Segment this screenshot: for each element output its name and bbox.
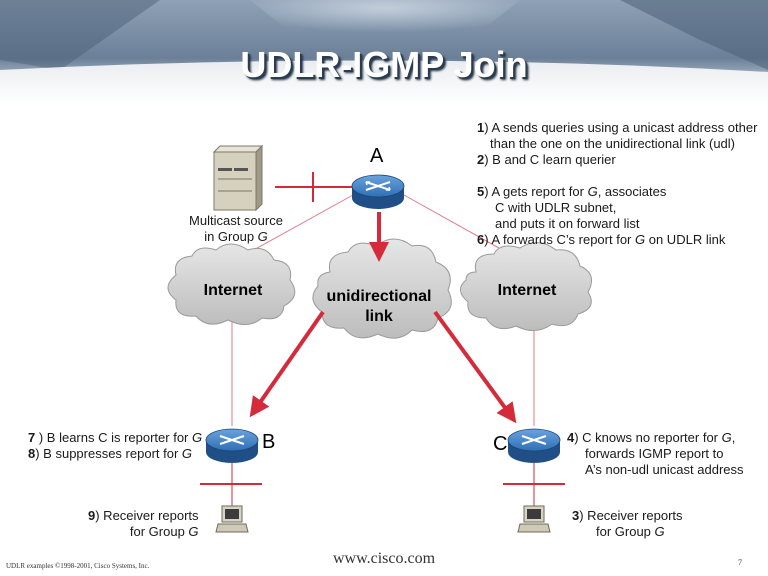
source-label: Multicast source in Group G — [188, 213, 284, 245]
router-b-label: B — [262, 431, 276, 453]
step-4-cont1: forwards IGMP report to — [585, 446, 724, 461]
title-banner: UDLR-IGMP Join — [0, 0, 768, 106]
step-5-cont1: C with UDLR subnet, — [495, 200, 617, 215]
step-4-cont2: A’s non-udl unicast address — [585, 462, 744, 477]
step-9-cont: for Group G — [129, 524, 199, 539]
steps-c: 4) C knows no reporter for G, forwards I… — [567, 430, 744, 478]
step-4: 4) C knows no reporter for G, — [567, 430, 736, 445]
step-1: 1) A sends queries using a unicast addre… — [477, 120, 758, 135]
workstation-icon — [215, 505, 249, 533]
cloud-left-label: Internet — [203, 282, 263, 299]
banner-background — [0, 0, 768, 106]
cloud-icon — [460, 242, 593, 331]
footer-url: www.cisco.com — [332, 550, 436, 567]
router-icon — [205, 428, 259, 463]
step-8: 8) B suppresses report for G — [28, 446, 193, 461]
step-7: 7 ) B learns C is reporter for G — [28, 430, 203, 445]
steps-top: 1) A sends queries using a unicast addre… — [477, 120, 757, 248]
page-number: 7 — [738, 558, 742, 567]
cloud-icon — [167, 243, 296, 325]
step-9: 9) Receiver reports — [88, 508, 199, 523]
step-3-cont: for Group G — [596, 524, 665, 539]
workstation-icon — [517, 505, 551, 533]
cloud-middle-line1: unidirectional — [326, 288, 432, 305]
source-line1: Multicast source — [189, 213, 283, 228]
step-5: 5) A gets report for G, associates — [477, 184, 667, 199]
step-1-cont: than the one on the unidirectional link … — [490, 136, 735, 151]
step-3: 3) Receiver reports — [572, 508, 683, 523]
step-2: 2) B and C learn querier — [477, 152, 616, 167]
cloud-middle-line2: link — [365, 308, 393, 325]
server-icon — [212, 144, 264, 212]
arrow-udl-to-b — [249, 310, 325, 418]
receiver-c-label: 3) Receiver reports for Group G — [572, 508, 683, 540]
router-c-label: C — [493, 433, 508, 455]
steps-b: 7 ) B learns C is reporter for G 8) B su… — [28, 430, 202, 462]
footer-copyright: UDLR examples ©1998-2001, Cisco Systems,… — [6, 562, 150, 570]
step-5-cont2: and puts it on forward list — [495, 216, 640, 231]
arrow-udl-to-c — [433, 310, 517, 424]
cloud-right-label: Internet — [497, 282, 557, 299]
router-icon — [507, 428, 561, 463]
cloud-middle-label: unidirectional link — [318, 287, 440, 327]
step-6: 6) A forwards C’s report for G on UDLR l… — [477, 232, 726, 247]
page-title: UDLR-IGMP Join — [240, 44, 528, 85]
receiver-b-label: 9) Receiver reports for Group G — [88, 508, 199, 540]
router-a-label: A — [370, 145, 384, 167]
source-line2: in Group G — [204, 229, 268, 244]
router-icon — [351, 174, 405, 209]
